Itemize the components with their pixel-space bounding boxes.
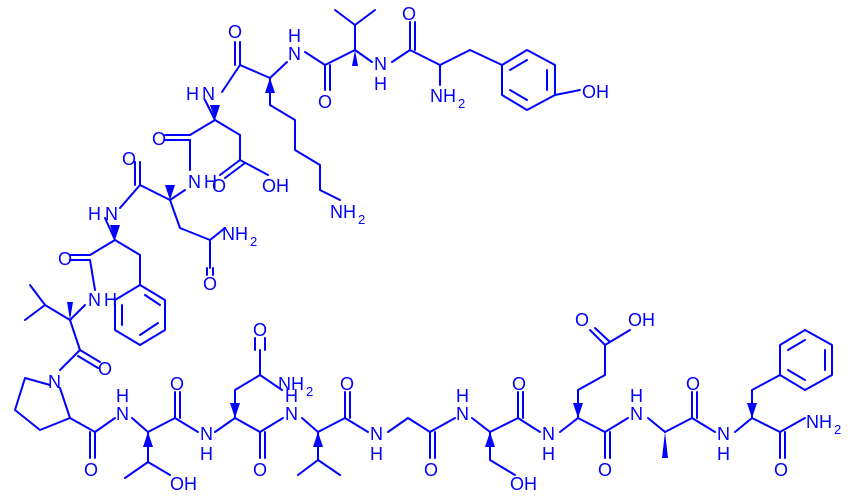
asn1-amide-h: H — [204, 172, 217, 192]
lys-carbonyl-o: O — [228, 22, 242, 42]
glu-amide-n: N — [542, 424, 555, 444]
tyr-amine-subscript: 2 — [458, 96, 465, 111]
val3-carbonyl-o: O — [340, 374, 354, 394]
asn2-carbonyl-o: O — [253, 460, 267, 480]
asp-acid-o: O — [212, 176, 226, 196]
val2-amide-n: N — [88, 290, 101, 310]
asn1-carbonyl-o: O — [122, 149, 136, 169]
asn1-side-amine: NH — [222, 224, 248, 244]
gly-amide-h: H — [370, 444, 383, 464]
asn2-side-carbonyl-o: O — [253, 320, 267, 340]
glu-acid-oh: OH — [628, 310, 655, 330]
atom-labels: OH NH 2 O N H O N H O NH 2 N H O O OH N … — [48, 4, 841, 494]
tyr-carbonyl-o: O — [402, 4, 416, 24]
ser-hydroxyl: OH — [510, 474, 537, 494]
pro-carbonyl-o: O — [84, 460, 98, 480]
ala-carbonyl-o: O — [686, 374, 700, 394]
stereo-wedges — [67, 50, 757, 458]
asp-amide-h: H — [186, 84, 199, 104]
val1-amide-n: N — [374, 54, 387, 74]
asn2-side-amine: NH — [278, 374, 304, 394]
val3-amide-h: H — [285, 386, 298, 406]
ser-carbonyl-o: O — [512, 374, 526, 394]
glu-amide-h: H — [542, 444, 555, 464]
val2-carbonyl-o: O — [98, 359, 112, 379]
thr-carbonyl-o: O — [170, 374, 184, 394]
val1-amide-h: H — [374, 74, 387, 94]
tyr-amine-label: NH — [430, 86, 456, 106]
ala-amide-n: N — [630, 404, 643, 424]
phe2-carbonyl-o: O — [774, 460, 788, 480]
asp-acid-oh: OH — [262, 176, 289, 196]
gly-carbonyl-o: O — [424, 460, 438, 480]
asn1-side-amine-subscript: 2 — [250, 234, 257, 249]
phe2-terminal-amide: NH — [806, 412, 832, 432]
val3-amide-n: N — [285, 404, 298, 424]
val1-carbonyl-o: O — [318, 92, 332, 112]
glu-carbonyl-o: O — [598, 460, 612, 480]
lys-amide-h: H — [288, 26, 301, 46]
phe1-amide-h: H — [88, 204, 101, 224]
ser-amide-h: H — [456, 386, 469, 406]
lys-side-amine: NH — [330, 202, 356, 222]
lys-amide-n: N — [288, 44, 301, 64]
asn2-amide-h: H — [200, 444, 213, 464]
asn1-side-carbonyl-o: O — [203, 274, 217, 294]
thr-hydroxyl: OH — [170, 474, 197, 494]
ala-amide-h: H — [630, 386, 643, 406]
ser-amide-n: N — [456, 404, 469, 424]
asn2-side-amine-subscript: 2 — [306, 384, 313, 399]
thr-amide-h: H — [116, 386, 129, 406]
thr-amide-n: N — [116, 404, 129, 424]
phe2-amide-n: N — [717, 424, 730, 444]
lys-side-amine-subscript: 2 — [358, 212, 365, 227]
asn1-amide-n: N — [188, 172, 201, 192]
asn2-amide-n: N — [200, 424, 213, 444]
val2-amide-h: H — [104, 290, 117, 310]
pro-ring-n: N — [48, 372, 61, 392]
tyr-hydroxyl-label: OH — [582, 82, 609, 102]
bond-lines — [14, 9, 833, 479]
glu-acid-o: O — [575, 310, 589, 330]
gly-amide-n: N — [370, 424, 383, 444]
phe2-terminal-amide-subscript: 2 — [834, 422, 841, 437]
phe1-amide-n: N — [105, 204, 118, 224]
phe2-amide-h: H — [717, 444, 730, 464]
asp-carbonyl-o: O — [152, 129, 166, 149]
asp-amide-n: N — [202, 84, 215, 104]
phe1-carbonyl-o: O — [58, 249, 72, 269]
